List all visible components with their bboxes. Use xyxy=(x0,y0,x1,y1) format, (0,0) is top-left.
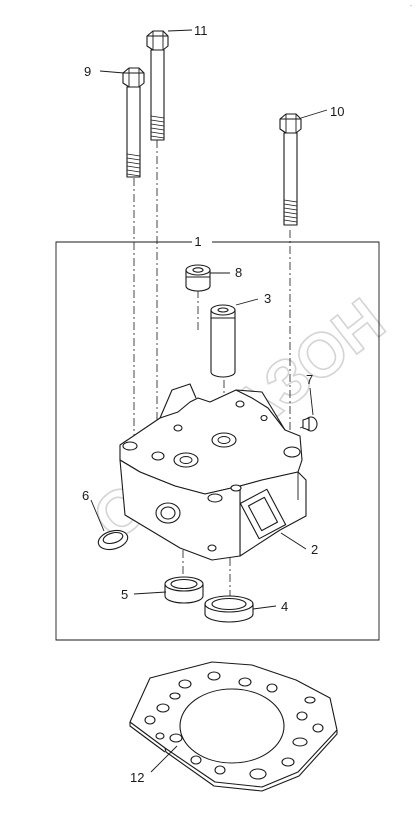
assembly-frame xyxy=(55,241,380,641)
head-bolt-right xyxy=(279,113,302,226)
sealing-ring xyxy=(97,529,129,551)
head-bolt-long xyxy=(146,30,169,141)
valve-stem-seal xyxy=(185,264,211,292)
callout-5: 5 xyxy=(121,587,128,602)
leader-lines xyxy=(90,29,328,773)
valve-seat-intake xyxy=(164,576,204,604)
callout-labels: 1 2 3 4 5 6 7 8 9 10 11 12 xyxy=(82,23,344,785)
head-bolt-short xyxy=(122,67,145,178)
callout-12: 12 xyxy=(130,770,144,785)
cylinder-head xyxy=(119,383,307,561)
callout-3: 3 xyxy=(264,291,271,306)
corner-mark: - xyxy=(410,3,413,10)
callout-11: 11 xyxy=(194,23,208,38)
callout-7: 7 xyxy=(306,372,313,387)
valve-guide xyxy=(210,304,236,378)
plug xyxy=(302,416,318,432)
callout-9: 9 xyxy=(84,64,91,79)
callout-10: 10 xyxy=(330,104,344,119)
callout-8: 8 xyxy=(235,265,242,280)
callout-1: 1 xyxy=(194,234,201,249)
callout-6: 6 xyxy=(82,488,89,503)
callout-4: 4 xyxy=(281,599,288,614)
callout-2: 2 xyxy=(311,542,318,557)
valve-seat-exhaust xyxy=(204,595,254,623)
cylinder-head-gasket xyxy=(129,661,338,792)
